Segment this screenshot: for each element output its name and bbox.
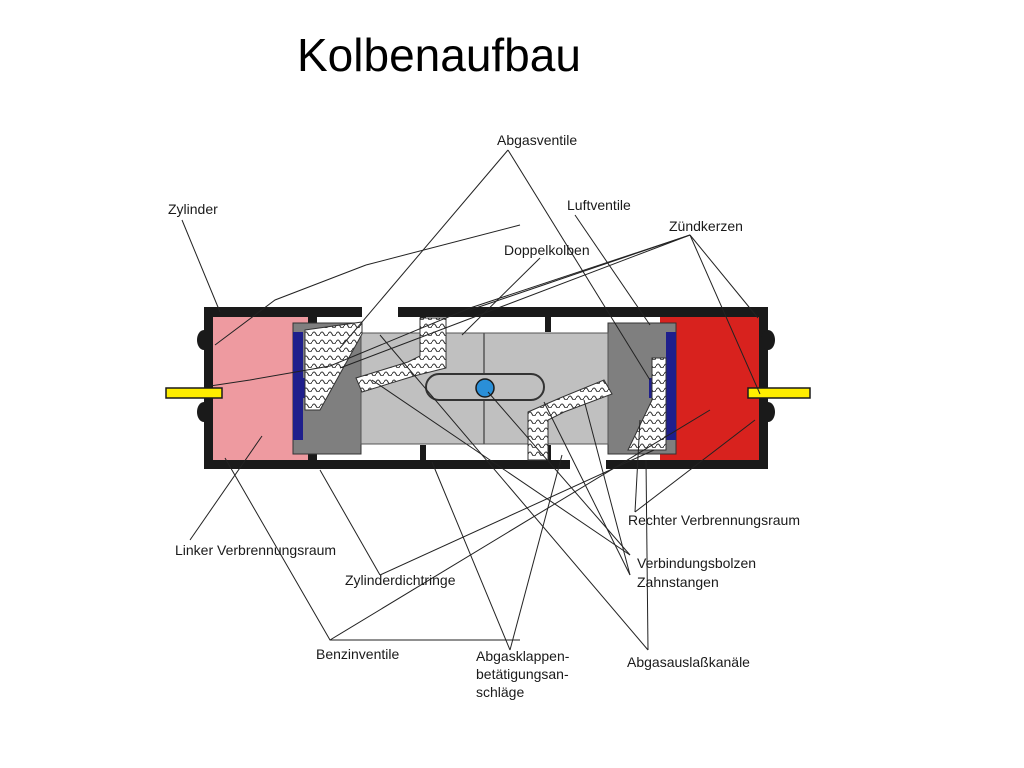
left-combustion-chamber <box>210 315 308 463</box>
label-zylinder: Zylinder <box>168 201 218 217</box>
label-zuendkerzen: Zündkerzen <box>669 218 743 234</box>
connecting-bolt <box>475 378 495 398</box>
label-abgasklappen-3: schläge <box>476 684 524 700</box>
label-abgasklappen-2: betätigungsan- <box>476 666 569 682</box>
label-benzinventile: Benzinventile <box>316 646 399 662</box>
right-combustion-chamber <box>660 315 762 463</box>
right-rack <box>527 379 613 461</box>
label-doppelkolben: Doppelkolben <box>504 242 590 258</box>
label-abgasauslasskanaele: Abgasauslaßkanäle <box>627 654 750 670</box>
left-exhaust-flap <box>304 321 363 411</box>
label-abgasventile: Abgasventile <box>497 132 577 148</box>
page-title: Kolbenaufbau <box>297 29 581 81</box>
right-spark-plug <box>747 387 811 399</box>
label-zahnstangen: Zahnstangen <box>637 574 719 590</box>
label-zylinderdichtringe: Zylinderdichtringe <box>345 572 456 588</box>
label-rechter-verbrennungsraum: Rechter Verbrennungsraum <box>628 512 800 528</box>
label-verbindungsbolzen: Verbindungsbolzen <box>637 555 756 571</box>
label-linker-verbrennungsraum: Linker Verbrennungsraum <box>175 542 336 558</box>
left-spark-plug <box>165 387 223 399</box>
leader-lines <box>181 149 761 651</box>
label-luftventile: Luftventile <box>567 197 631 213</box>
label-abgasklappen-1: Abgasklappen- <box>476 648 570 664</box>
